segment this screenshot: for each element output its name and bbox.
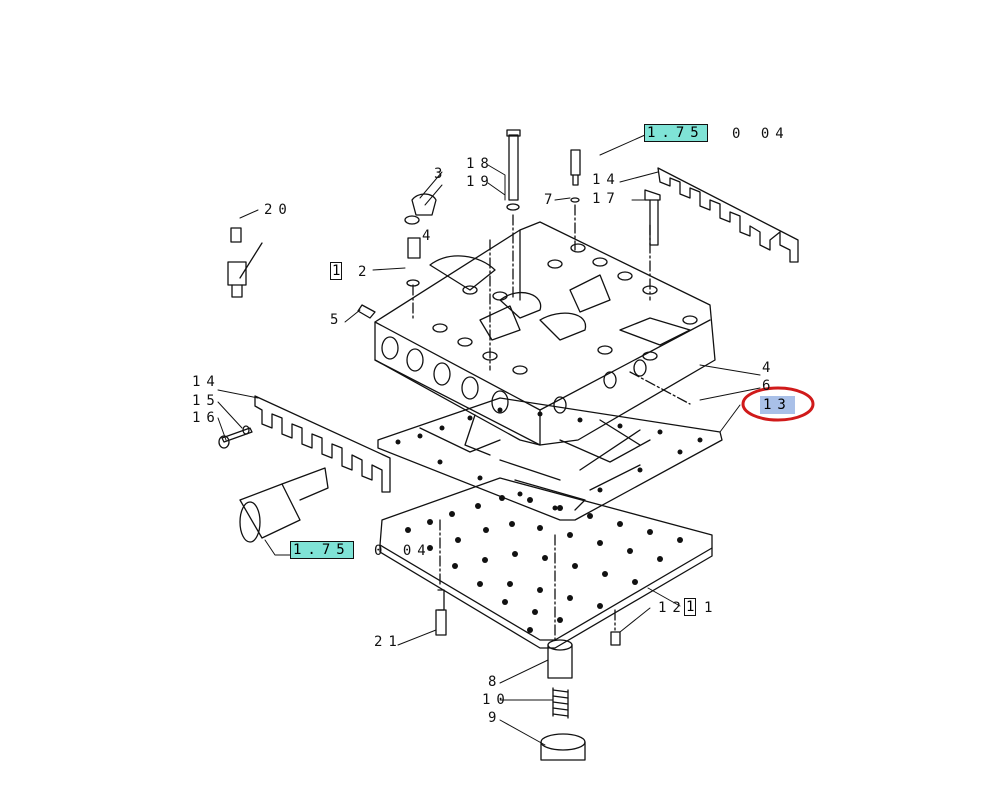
callout-21[interactable]: 21 [374,634,403,650]
valve-block [374,221,716,446]
callout-10[interactable]: 10 [482,692,511,708]
part-cap-9 [540,733,586,761]
part-plug-11 [610,631,621,646]
callout-14-left[interactable]: 14 [192,374,221,390]
callout-2[interactable]: 2 [358,264,373,280]
bottom-plate [379,477,713,649]
part-pin-5 [357,304,376,319]
ref-link-left[interactable]: 1.75 [290,541,354,559]
part-bolt-18 [506,129,521,211]
callout-4-right[interactable]: 4 [762,360,777,376]
part-bolt-17 [644,189,661,246]
ref-link-top[interactable]: 1.75 [644,124,708,142]
callout-7[interactable]: 7 [544,192,559,208]
callout-8[interactable]: 8 [488,674,503,690]
part-bolt-21 [435,589,447,636]
callout-5[interactable]: 5 [330,312,345,328]
callout-17[interactable]: 17 [592,191,621,207]
part-sleeve-8 [547,639,573,679]
gasket [377,397,723,521]
part-sensor-20 [227,227,263,298]
part-bracket-14-top [657,167,799,263]
selection-circle [741,386,815,422]
part-spring-10 [552,687,569,719]
callout-16[interactable]: 16 [192,410,221,426]
part-sensor-top [570,149,581,203]
callout-19[interactable]: 19 [466,174,495,190]
callout-1-box-lower[interactable]: 1 [684,598,697,616]
part-solenoid-lower [239,467,329,543]
callout-9[interactable]: 9 [488,710,503,726]
callout-6[interactable]: 6 [762,378,777,394]
callout-13-highlighted[interactable]: 13 [760,396,795,414]
callout-18[interactable]: 18 [466,156,495,172]
callout-11[interactable]: 1 [704,600,719,616]
ref-suffix-top: 0 04 [732,126,790,142]
callout-1-box-upper[interactable]: 1 [330,262,343,280]
callout-12[interactable]: 12 [658,600,687,616]
ref-suffix-left: 0 04 [374,543,432,559]
callout-15[interactable]: 15 [192,393,221,409]
callout-3[interactable]: 3 [434,166,449,182]
part-bracket-14-bottom [254,395,391,493]
callout-14-top[interactable]: 14 [592,172,621,188]
callout-20[interactable]: 20 [264,202,293,218]
callout-4-top[interactable]: 4 [422,228,437,244]
part-stack-3-4-2 [404,193,437,287]
part-bolt-16 [218,425,253,449]
